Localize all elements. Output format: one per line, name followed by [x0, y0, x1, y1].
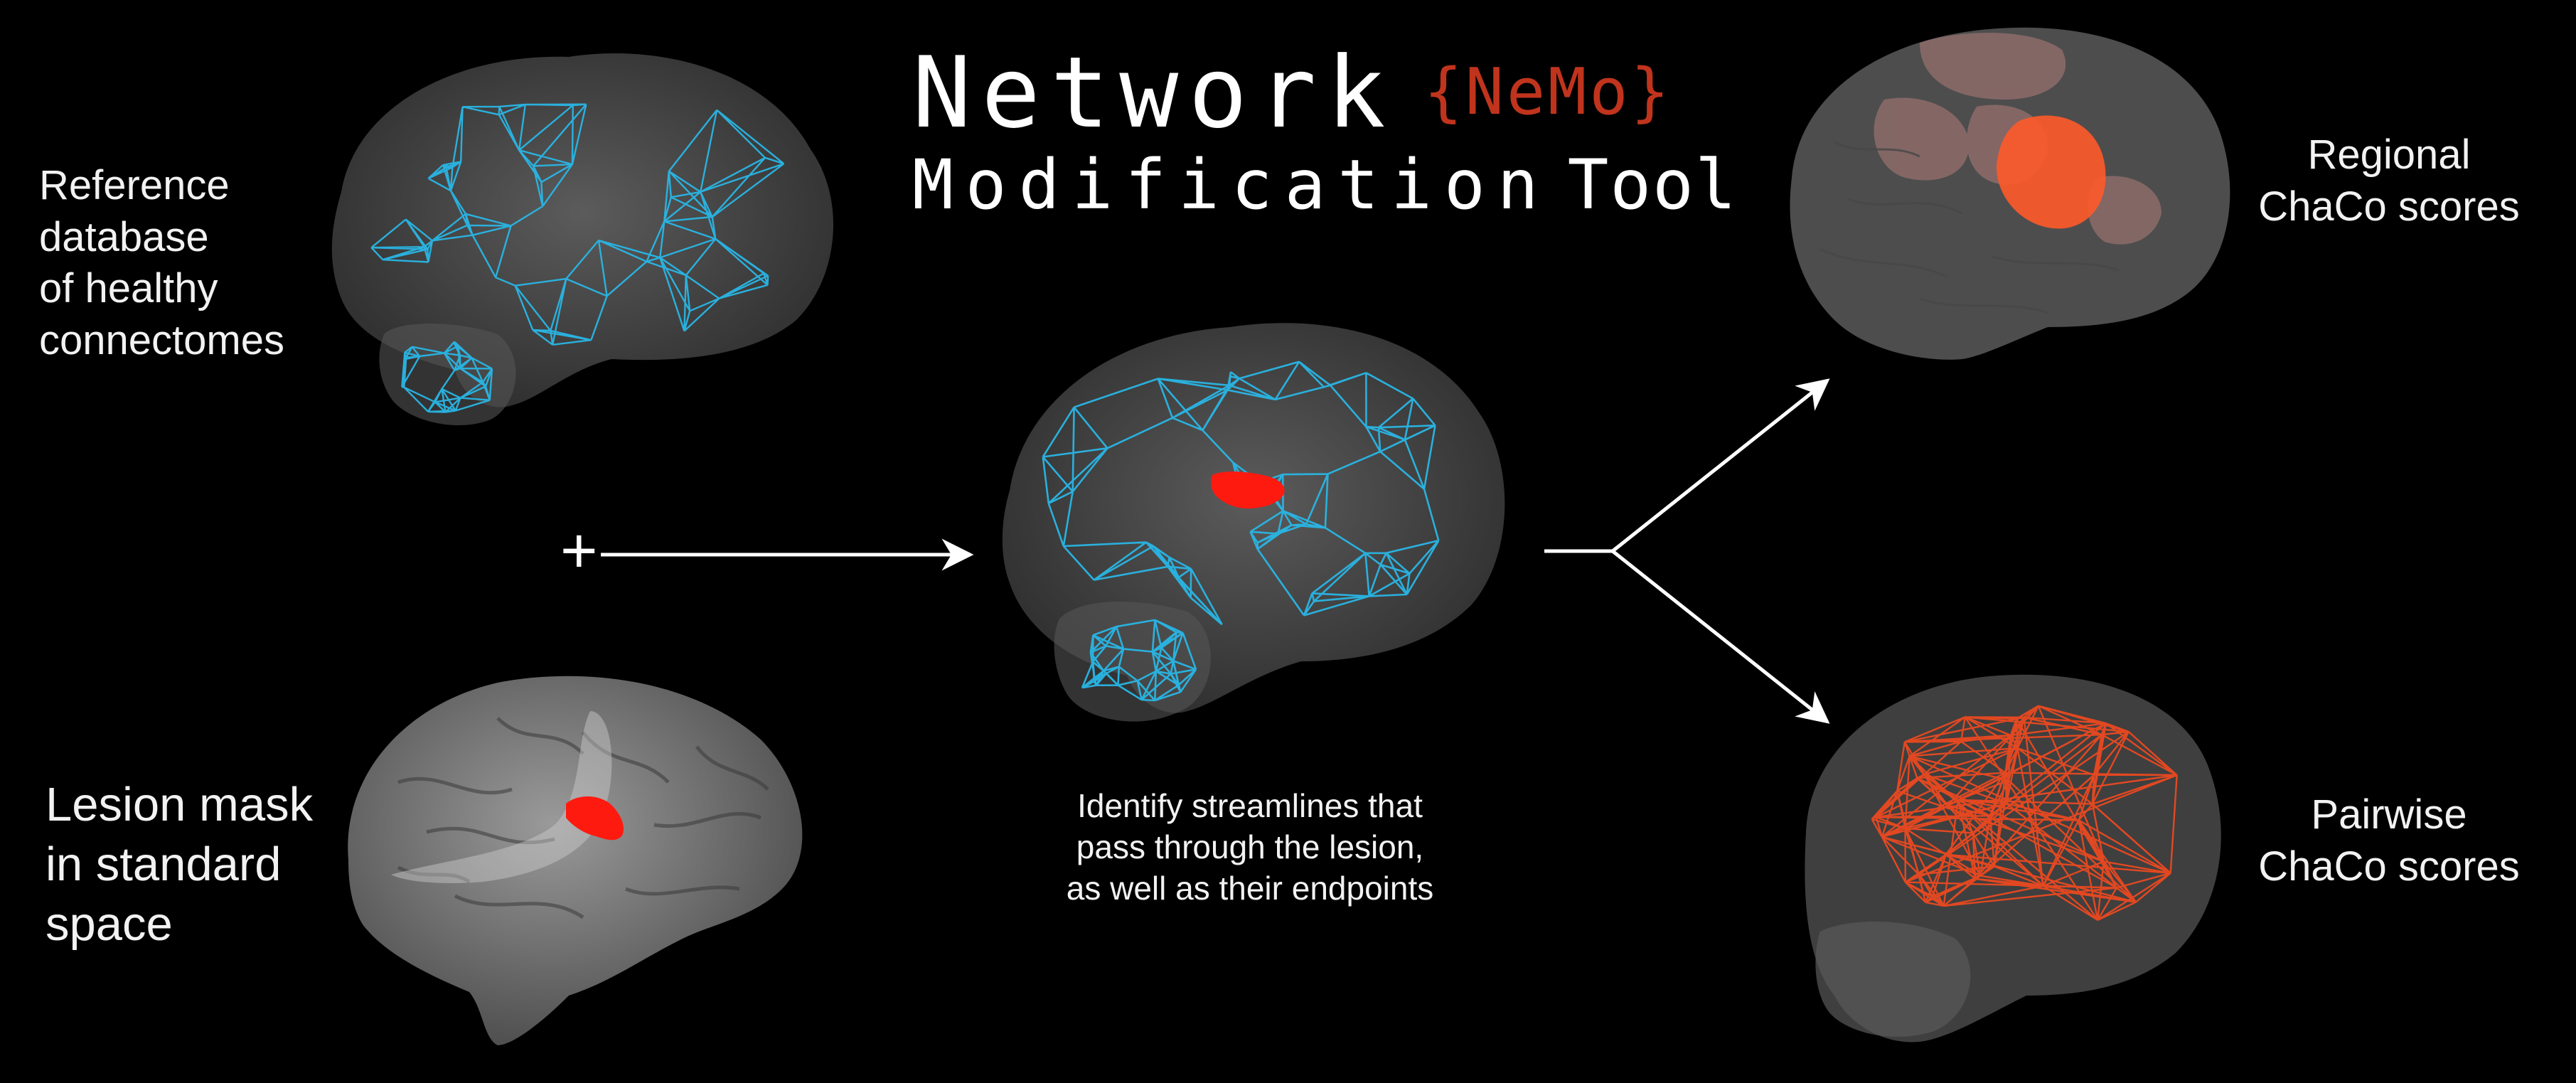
identify-line-2: pass through the lesion, [1076, 828, 1424, 865]
pairwise-chaco-label: Pairwise ChaCo scores [2211, 789, 2567, 892]
identify-line-3: as well as their endpoints [1066, 869, 1434, 907]
identify-line-1: Identify streamlines that [1077, 787, 1423, 824]
lesion-line-2: in standard [46, 837, 282, 891]
reference-database-label: Reference database of healthy connectome… [39, 160, 338, 366]
pairwise-line-2: ChaCo scores [2258, 843, 2520, 890]
identify-streamlines-label: Identify streamlines that pass through t… [1037, 786, 1463, 909]
lesion-overlay [1211, 471, 1285, 509]
reference-line-3: of healthy [39, 265, 218, 311]
lesion-mask-blob [566, 796, 624, 841]
lesion-mask-brain [348, 676, 803, 1045]
reference-line-2: database [39, 213, 209, 260]
pairwise-chaco-brain [1805, 674, 2221, 1042]
title-line-1: Network{NeMo} [912, 44, 1672, 142]
plus-symbol: + [560, 516, 598, 587]
title-modification: Modification [912, 145, 1551, 225]
title-tool: Tool [1567, 145, 1738, 225]
reference-connectome-brain [331, 53, 834, 426]
regional-line-1: Regional [2307, 132, 2471, 178]
pairwise-line-1: Pairwise [2311, 791, 2467, 838]
regional-chaco-label: Regional ChaCo scores [2211, 129, 2567, 233]
fork-arrows [1544, 378, 1830, 724]
lesion-line-1: Lesion mask [46, 778, 314, 831]
title-network: Network [912, 36, 1396, 150]
regional-line-2: ChaCo scores [2258, 183, 2520, 230]
title-nemo: {NeMo} [1423, 55, 1672, 129]
lesion-mask-label: Lesion mask in standard space [46, 775, 344, 954]
reference-line-1: Reference [39, 162, 230, 208]
lesion-line-3: space [46, 897, 173, 951]
reference-line-4: connectomes [39, 316, 284, 363]
regional-chaco-brain [1790, 27, 2230, 360]
lesioned-connectome-brain [1002, 323, 1505, 722]
